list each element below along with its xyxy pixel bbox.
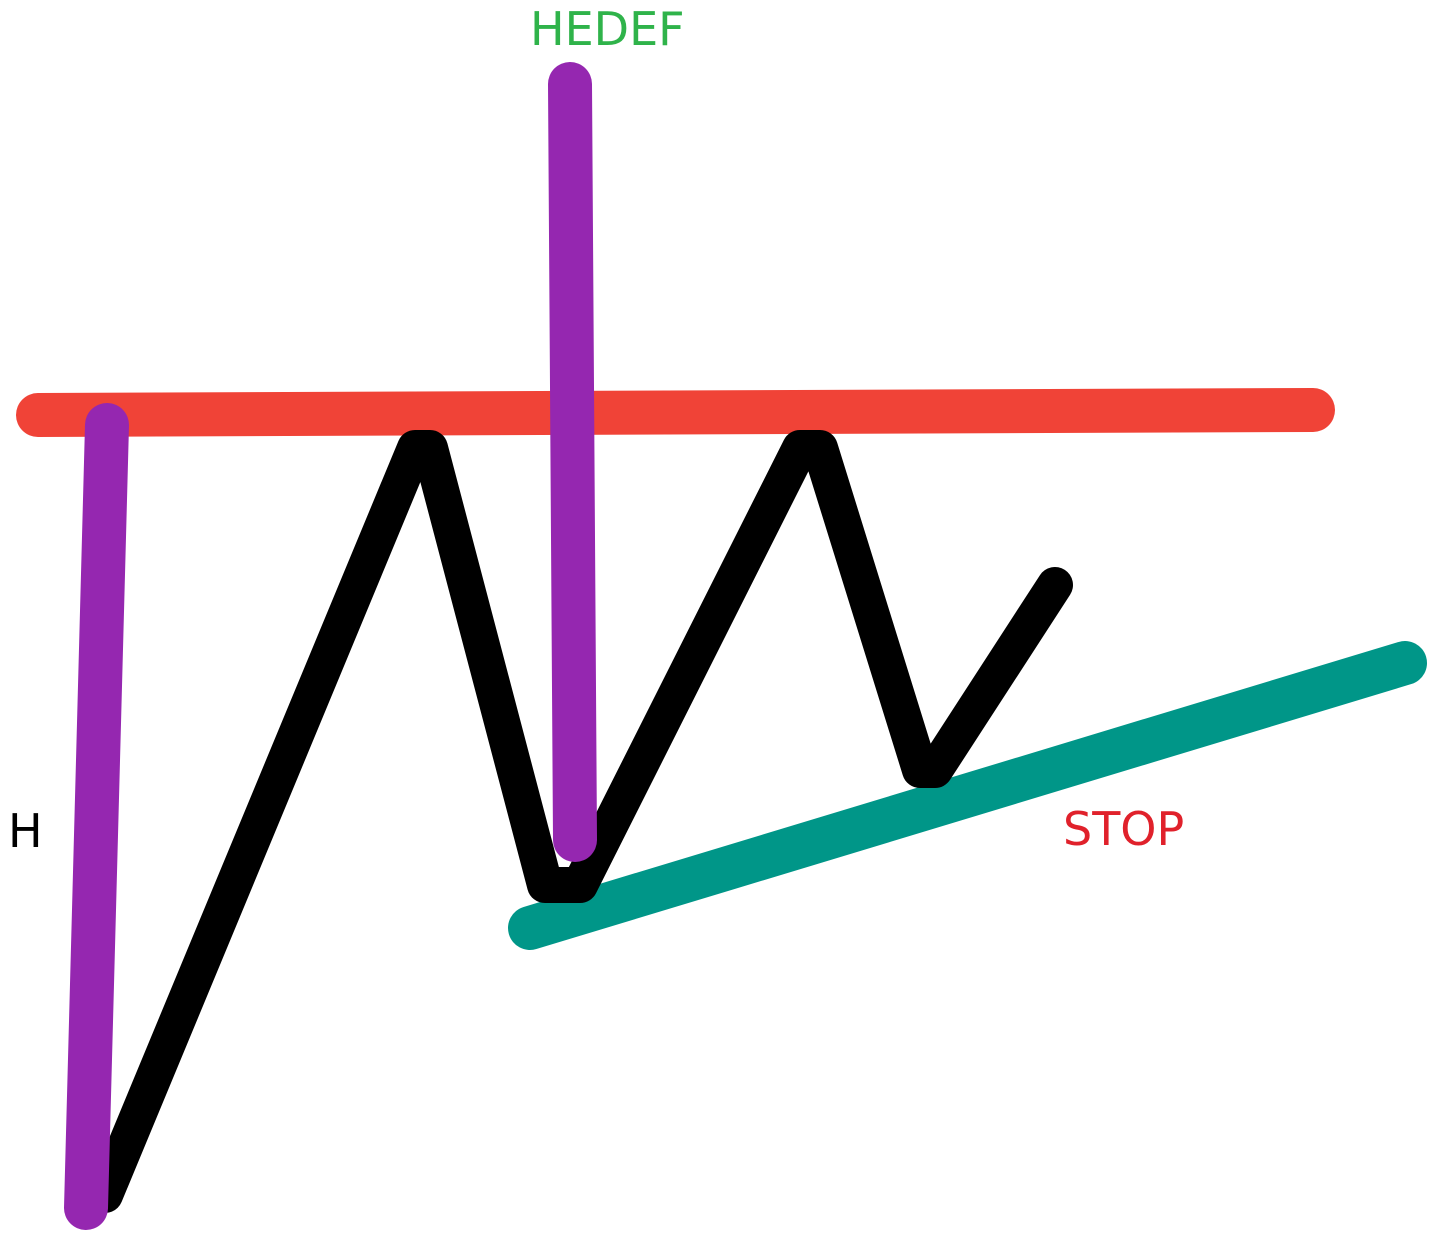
- resistance-line: [16, 388, 1335, 437]
- height-label: H: [8, 804, 43, 858]
- stop-label: STOP: [1063, 802, 1185, 856]
- target-label: HEDEF: [530, 2, 685, 56]
- target-measure-line: [548, 62, 597, 862]
- height-measure-line: [64, 403, 129, 1230]
- price-path: [87, 430, 1073, 1213]
- support-line: [508, 641, 1427, 950]
